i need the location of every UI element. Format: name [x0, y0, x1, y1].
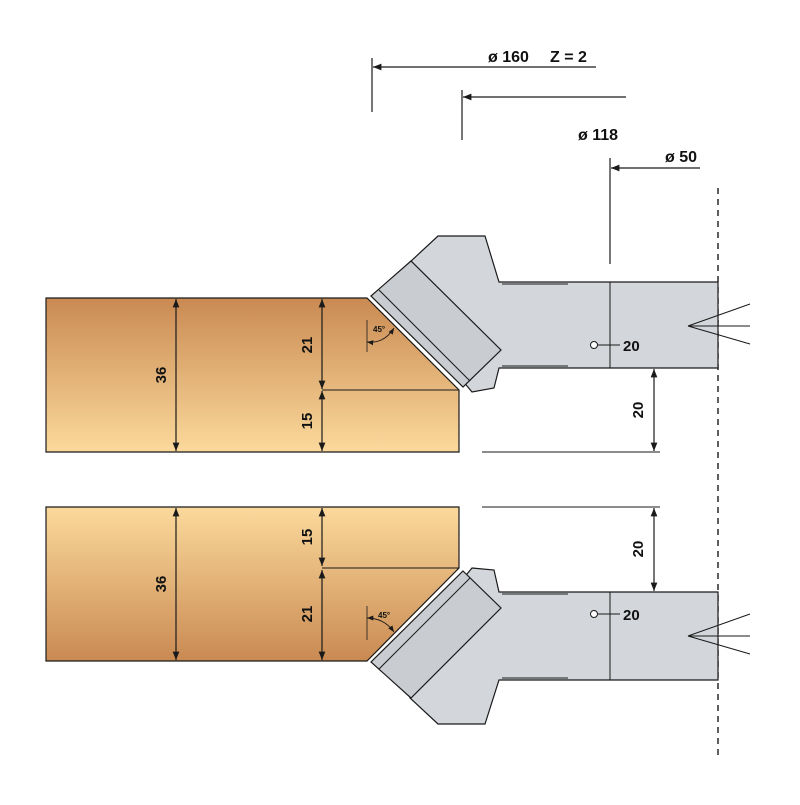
- diameter-118-label: ø 118: [578, 127, 618, 144]
- bottom-total-height-label: 36: [153, 576, 170, 593]
- top-bore-offset-label: 20: [623, 338, 640, 355]
- top-bore-point-icon: [590, 341, 598, 349]
- diameter-160-label: ø 160: [488, 49, 529, 66]
- bottom-workpiece: [45, 506, 460, 662]
- top-assembly: 20 36 21 15 45° 20: [45, 235, 751, 453]
- bottom-assembly: 20 36 15 21 45° 20: [45, 506, 751, 725]
- top-total-height-label: 36: [153, 367, 170, 384]
- top-lower-height-label: 15: [299, 413, 316, 430]
- bottom-vertical-offset-label: 20: [630, 541, 647, 558]
- top-workpiece: [45, 297, 460, 453]
- bottom-angle-arc: [366, 615, 395, 633]
- bottom-lower-height-label: 21: [299, 606, 316, 623]
- bottom-angle-label: 45°: [378, 611, 390, 620]
- bottom-bore-offset-label: 20: [623, 607, 640, 624]
- top-angle-label: 45°: [373, 325, 385, 334]
- top-vertical-offset-label: 20: [630, 402, 647, 419]
- bottom-break-icon: [687, 613, 751, 655]
- bottom-knife-edge: [378, 577, 471, 670]
- top-angle-arc: [366, 327, 395, 346]
- bottom-upper-height-label: 15: [299, 529, 316, 546]
- z-count-label: Z = 2: [550, 49, 587, 66]
- top-knife-edge: [378, 289, 471, 382]
- diameter-50-label: ø 50: [665, 149, 697, 166]
- top-cutter-knife: [370, 260, 502, 388]
- bottom-cutter-knife: [370, 570, 502, 699]
- bottom-bore-point-icon: [590, 610, 598, 618]
- top-upper-height-label: 21: [299, 337, 316, 354]
- diameter-callouts: [371, 58, 700, 264]
